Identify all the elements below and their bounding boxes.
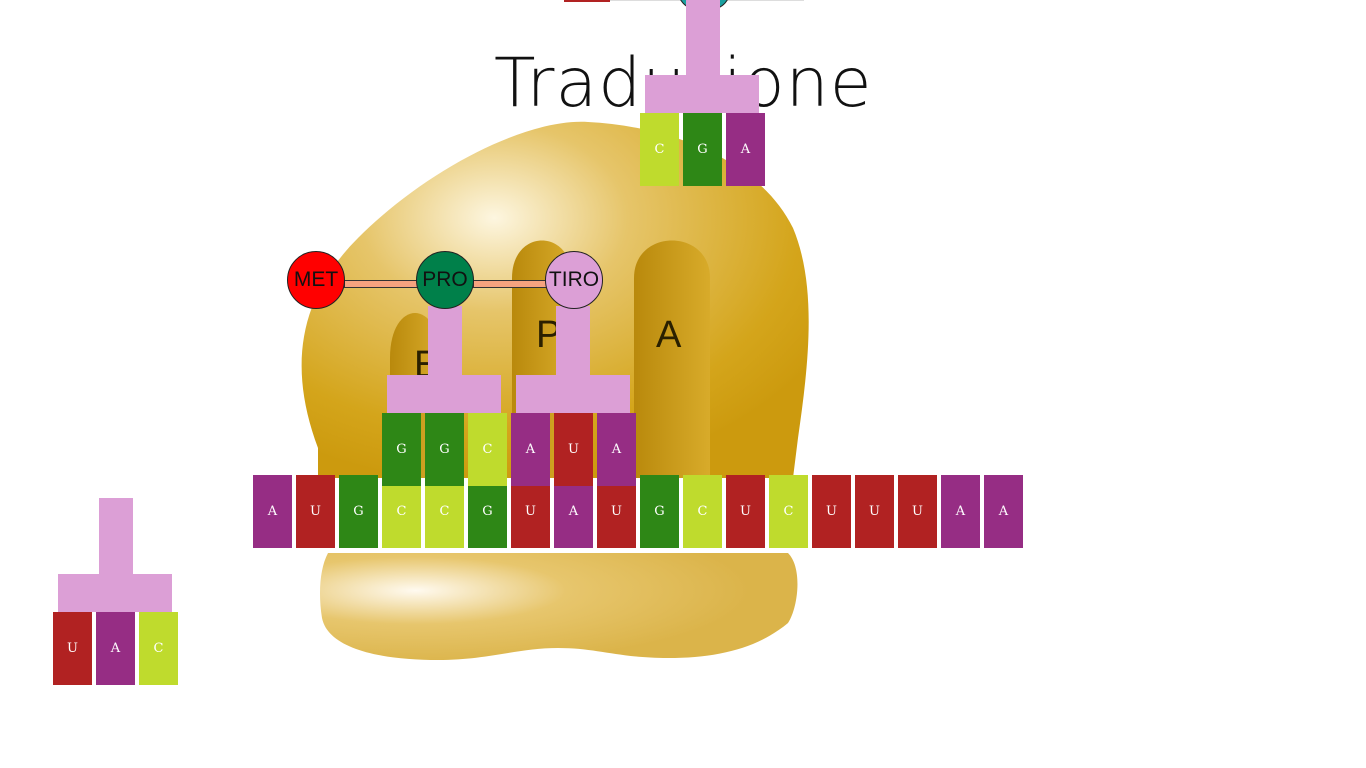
trna-incoming-base-3: A (726, 113, 765, 186)
ribosome-site-a-label: A (656, 314, 682, 356)
mrna-base-8: A (554, 475, 593, 548)
mrna-base-5: C (425, 475, 464, 548)
mrna-base-7: U (511, 475, 550, 548)
mrna-base-13: C (769, 475, 808, 548)
trna-free-base-1: U (53, 612, 92, 685)
mrna-base-3: G (339, 475, 378, 548)
trna-p-site-base-2: U (554, 413, 593, 486)
trna-e-site-stem (428, 306, 462, 376)
mrna-base-10: G (640, 475, 679, 548)
mrna-base-12: U (726, 475, 765, 548)
mrna-base-17: A (941, 475, 980, 548)
top-edge-bar-red (564, 0, 610, 2)
mrna-base-9: U (597, 475, 636, 548)
mrna-base-16: U (898, 475, 937, 548)
trna-free-base-2: A (96, 612, 135, 685)
trna-p-site-base-1: A (511, 413, 550, 486)
trna-e-site-base-1: G (382, 413, 421, 486)
ribosome-small-subunit (320, 553, 798, 660)
mrna-base-2: U (296, 475, 335, 548)
trna-p-site-base-3: A (597, 413, 636, 486)
trna-incoming-base-1: C (640, 113, 679, 186)
mrna-base-6: G (468, 475, 507, 548)
trna-free-bar (58, 574, 172, 612)
trna-e-site-base-2: G (425, 413, 464, 486)
trna-incoming-base-2: G (683, 113, 722, 186)
amino-acid-pro: PRO (416, 251, 474, 309)
trna-e-site-base-3: C (468, 413, 507, 486)
trna-free-stem (99, 498, 133, 576)
trna-p-site-stem (556, 306, 590, 376)
trna-incoming-bar (645, 75, 759, 113)
trna-free-base-3: C (139, 612, 178, 685)
mrna-base-14: U (812, 475, 851, 548)
trna-e-site-bar (387, 375, 501, 413)
amino-acid-met: MET (287, 251, 345, 309)
mrna-base-11: C (683, 475, 722, 548)
amino-acid-tiro: TIRO (545, 251, 603, 309)
peptide-bond-1 (344, 280, 418, 288)
mrna-base-1: A (253, 475, 292, 548)
mrna-base-15: U (855, 475, 894, 548)
trna-incoming-stem (686, 0, 720, 76)
trna-p-site-bar (516, 375, 630, 413)
mrna-base-18: A (984, 475, 1023, 548)
mrna-base-4: C (382, 475, 421, 548)
peptide-bond-2 (473, 280, 547, 288)
